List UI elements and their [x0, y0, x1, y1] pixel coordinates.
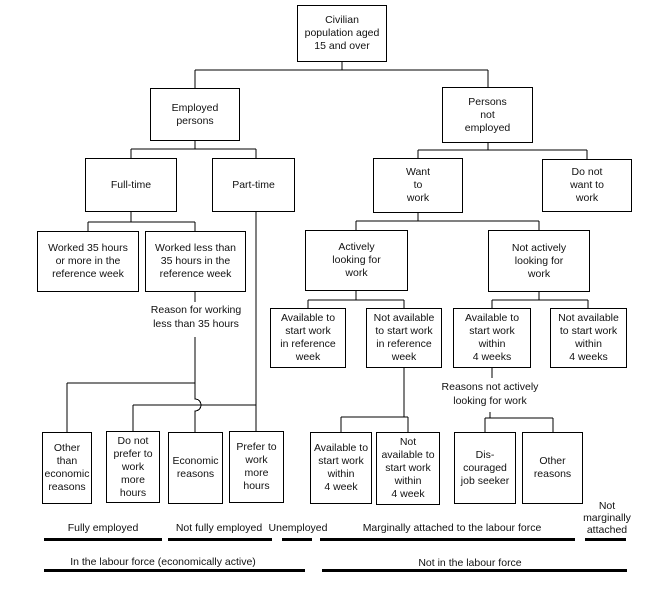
node-part-time: Part-time: [212, 158, 295, 212]
footer-not-in-labour-force: Not in the labour force: [418, 557, 522, 569]
node-not-actively-looking: Not actively looking for work: [488, 230, 590, 292]
footer-in-labour-force: In the labour force (economically active…: [70, 556, 256, 568]
footer-not-fully-employed: Not fully employed: [175, 522, 263, 534]
footer-fully-employed: Fully employed: [67, 522, 139, 534]
label-reason-working-less: Reason for working less than 35 hours: [143, 303, 249, 331]
node-available-4-week: Available to start work within 4 week: [310, 432, 372, 504]
underline-not-marginally-attached: [585, 538, 626, 541]
node-do-not-want-to-work: Do not want to work: [542, 159, 632, 212]
connector-fulltime-split: [87, 212, 196, 231]
connector-not-employed-split: [417, 143, 588, 159]
underline-marginally-attached: [320, 538, 575, 541]
node-discouraged-job-seeker: Dis- couraged job seeker: [454, 432, 516, 504]
node-do-not-prefer-more-hours: Do not prefer to work more hours: [106, 431, 160, 503]
node-civilian-population: Civilian population aged 15 and over: [297, 5, 387, 62]
footer-unemployed: Unemployed: [268, 522, 328, 534]
label-reasons-not-actively: Reasons not actively looking for work: [430, 380, 550, 408]
underline-in-labour-force: [44, 569, 305, 572]
underline-fully-employed: [44, 538, 162, 541]
node-actively-looking: Actively looking for work: [305, 230, 408, 291]
underline-not-in-labour-force: [322, 569, 627, 572]
footer-not-marginally-attached: Not marginally attached: [583, 500, 631, 536]
node-economic-reasons: Economic reasons: [168, 432, 223, 504]
node-full-time: Full-time: [85, 158, 177, 212]
node-available-ref-week: Available to start work in reference wee…: [270, 308, 346, 368]
node-worked-less-35: Worked less than 35 hours in the referen…: [145, 231, 246, 292]
underline-unemployed: [282, 538, 312, 541]
node-not-available-ref-week: Not available to start work in reference…: [366, 308, 442, 368]
connector-employed-split: [130, 141, 257, 158]
node-prefer-more-hours: Prefer to work more hours: [229, 431, 284, 503]
node-available-4-weeks: Available to start work within 4 weeks: [453, 308, 531, 368]
connector-parttime-branches: [132, 212, 257, 431]
connector-want-split: [355, 213, 540, 230]
footer-marginally-attached: Marginally attached to the labour force: [362, 522, 542, 534]
node-persons-not-employed: Persons not employed: [442, 87, 533, 143]
node-other-reasons: Other reasons: [522, 432, 583, 504]
connector-reasons-split: [484, 412, 554, 432]
connector-notavailref-split: [340, 368, 409, 432]
connector-actively-split: [307, 291, 405, 308]
node-other-than-economic: Other than economic reasons: [42, 432, 92, 504]
connector-reason-branches: [66, 337, 202, 433]
node-worked-35-or-more: Worked 35 hours or more in the reference…: [37, 231, 139, 292]
connector-civilian-split: [194, 62, 489, 88]
node-not-available-4-week: Not available to start work within 4 wee…: [376, 432, 440, 505]
connector-not-actively-split: [491, 292, 589, 308]
node-employed-persons: Employed persons: [150, 88, 240, 141]
node-not-available-4-weeks: Not available to start work within 4 wee…: [550, 308, 627, 368]
node-want-to-work: Want to work: [373, 158, 463, 213]
underline-not-fully-employed: [168, 538, 272, 541]
